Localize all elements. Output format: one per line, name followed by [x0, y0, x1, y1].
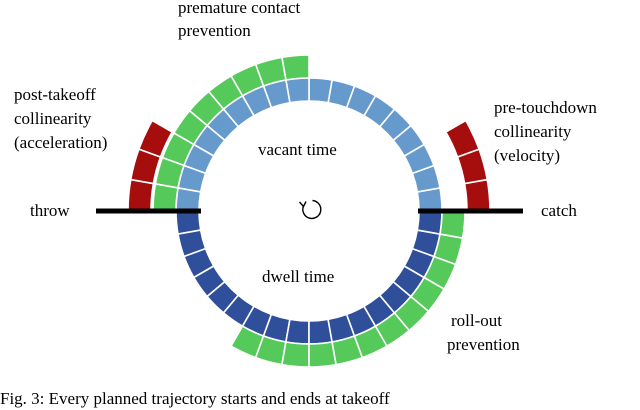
dwell-segment	[416, 210, 443, 236]
throw-label: throw	[30, 201, 70, 220]
catch-label: catch	[541, 201, 577, 220]
premature-contact-label-line1: premature contact	[178, 0, 301, 17]
post-takeoff-segment	[127, 178, 155, 212]
pre-touchdown-label-line2: collinearity	[494, 122, 572, 141]
ring-diagram	[96, 54, 523, 368]
segment-rings	[127, 54, 491, 368]
pre-touchdown-segment	[444, 119, 481, 158]
post-takeoff-segment	[129, 148, 162, 185]
roll-out-segment	[439, 210, 466, 240]
vacant-segment	[308, 77, 334, 104]
post-takeoff-segment	[137, 119, 174, 158]
vacant-segment	[175, 186, 202, 212]
premature-contact-label-line2: prevention	[178, 21, 251, 40]
premature-contact-segment	[152, 182, 179, 212]
post-takeoff-label-line1: post-takeoff	[14, 85, 96, 104]
roll-out-label-line2: prevention	[447, 335, 520, 354]
dwell-segment	[284, 318, 310, 345]
pre-touchdown-segment	[463, 178, 491, 212]
vacant-time-label: vacant time	[258, 140, 337, 159]
post-takeoff-label-line3: (acceleration)	[14, 133, 108, 152]
figure-caption: Fig. 3: Every planned trajectory starts …	[0, 389, 390, 408]
post-takeoff-label-line2: collinearity	[14, 109, 92, 128]
roll-out-segment	[280, 341, 310, 368]
pre-touchdown-label-line3: (velocity)	[494, 146, 561, 165]
roll-out-label-line1: roll-out	[451, 311, 502, 330]
pre-touchdown-label-line1: pre-touchdown	[494, 98, 597, 117]
clockwise-rotation-icon	[298, 199, 322, 220]
dwell-time-label: dwell time	[262, 267, 335, 286]
